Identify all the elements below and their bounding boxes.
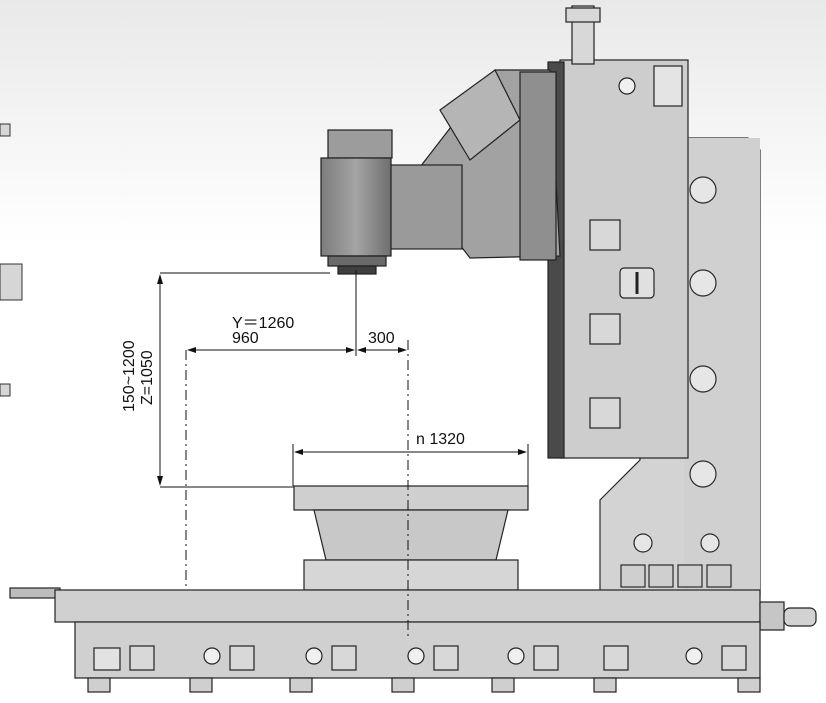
y-left-label: 960 [232,330,259,347]
rotary-table [293,485,529,591]
vertical-saddle [547,5,689,459]
y-right-label: 300 [368,330,395,347]
y-travel-label: Y＝1260 [232,315,294,332]
left-edge-fragments [0,123,23,397]
dimension-lines [159,270,529,640]
dimension-arrowheads [157,274,527,486]
spindle-head [320,129,393,275]
spindle-head-housing [369,69,561,261]
spindle-range-label: 150~1200 [121,340,138,412]
machine-bed [9,587,817,693]
z-travel-label: Z=1050 [139,350,156,405]
table-size-label: n 1320 [416,431,465,448]
